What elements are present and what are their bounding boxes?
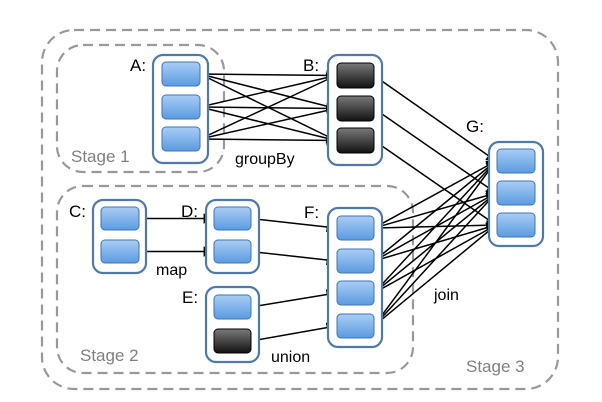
stage1-box (55, 43, 226, 174)
rdd-e-label: E: (182, 288, 198, 307)
stage3-box (40, 28, 560, 391)
edge-f4-to-g2 (373, 192, 497, 327)
rdd-g-partition-3 (496, 212, 536, 238)
rdd-g-label: G: (466, 117, 484, 136)
stage3-label: Stage 3 (466, 357, 525, 376)
rdd-b-partition-1-cached (336, 62, 375, 89)
dependency-edges (139, 70, 498, 342)
rdd-f: F: (304, 203, 384, 349)
rdd-g: G: (466, 117, 545, 248)
edge-a3-to-b3 (199, 135, 338, 146)
rdd-d-partition-1 (213, 206, 252, 231)
edge-b2-to-g2 (373, 107, 497, 194)
rdd-b: B: (303, 53, 384, 167)
rdd-c: C: (69, 198, 148, 275)
edge-e2-to-f4 (250, 322, 338, 342)
edge-a2-to-b1 (199, 72, 338, 108)
rdd-e: E: (182, 285, 261, 364)
rdd-c-partition-2 (100, 239, 140, 264)
rdd-b-partition-2-cached (336, 95, 375, 122)
op-groupby-label: groupBy (235, 151, 295, 168)
rdd-c-partition-1 (100, 206, 140, 231)
rdd-g-partition-2 (496, 180, 536, 206)
rdd-d-label: D: (181, 202, 198, 221)
op-union-label: union (271, 349, 310, 366)
rdd-c-label: C: (69, 202, 86, 221)
edge-a3-to-b2 (199, 105, 338, 140)
rdd-d: D: (181, 198, 261, 275)
rdd-a-partition-3 (161, 126, 201, 152)
rdd-a-partition-2 (161, 94, 201, 120)
stage2-label: Stage 2 (80, 346, 139, 365)
edge-b1-to-g1 (373, 74, 497, 162)
rdd-f-container (326, 206, 384, 349)
rdd-b-label: B: (303, 56, 319, 75)
edge-a3-to-b1 (199, 74, 337, 140)
edge-a1-to-b1 (199, 70, 338, 81)
edge-e1-to-f3 (250, 289, 338, 308)
op-join-label: join (433, 287, 459, 304)
edge-f1-to-g1 (373, 160, 497, 229)
rdd-b-partition-3-cached (336, 127, 375, 154)
rdd-a-partition-1 (161, 61, 201, 87)
rdd-f-partition-4 (336, 313, 375, 339)
edge-f4-to-g3 (373, 224, 497, 327)
rdd-f-partition-3 (336, 280, 375, 306)
op-map-label: map (156, 262, 187, 279)
edge-d1-to-f1 (250, 217, 338, 233)
edge-b3-to-g3 (373, 139, 497, 226)
rdd-e-partition-2-cached (213, 328, 252, 354)
rdd-g-partition-1 (496, 148, 536, 174)
edge-d2-to-f2 (250, 250, 338, 266)
edge-f3-to-g1 (373, 160, 497, 294)
rdd-f-partition-2 (336, 248, 375, 274)
rdd-e-partition-1 (213, 294, 252, 320)
rdd-a-label: A: (130, 56, 146, 75)
stage1-label: Stage 1 (71, 147, 130, 166)
edge-f4-to-g1 (373, 160, 497, 327)
rdd-d-partition-2 (213, 239, 252, 264)
rdd-f-partition-1 (336, 215, 375, 241)
stage2-box (55, 184, 415, 375)
edge-f2-to-g1 (373, 160, 497, 262)
rdd-f-label: F: (304, 203, 319, 222)
rdd-a: A: (130, 53, 210, 165)
